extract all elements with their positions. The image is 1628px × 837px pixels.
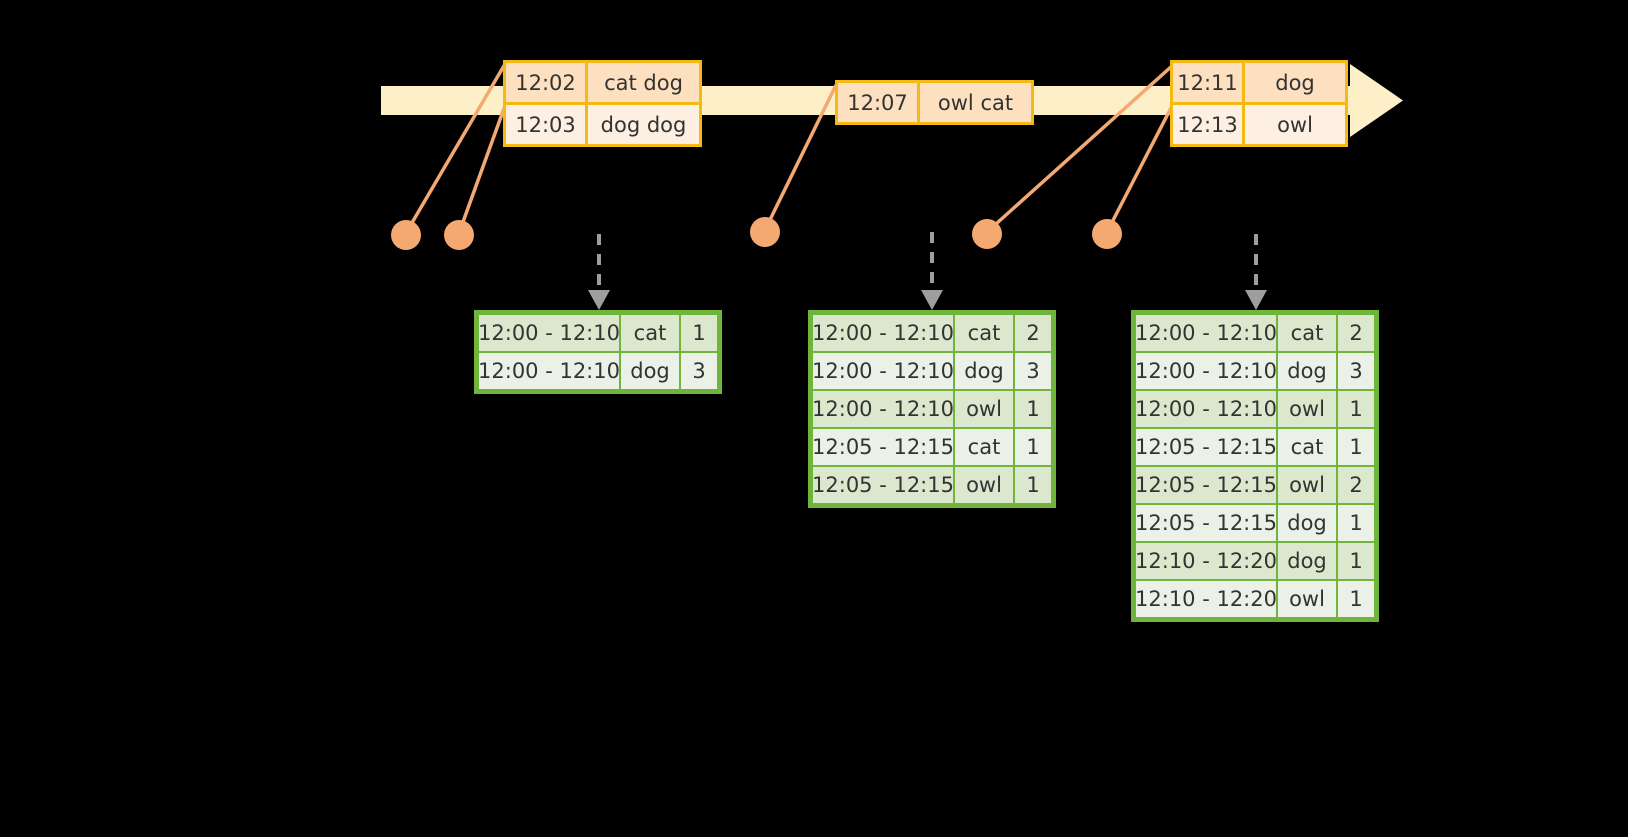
count-cell: 2	[1015, 315, 1051, 351]
connector-5	[1105, 105, 1174, 233]
event-marker-1	[391, 220, 421, 250]
window-cell: 12:00 - 12:10	[812, 353, 954, 389]
window-cell: 12:10 - 12:20	[1135, 543, 1277, 579]
flow-arrow-3-head	[1245, 290, 1267, 310]
flow-arrow-1-head	[588, 290, 610, 310]
event-time: 12:11	[1173, 63, 1245, 102]
connector-3	[763, 84, 838, 231]
event-time: 12:03	[506, 105, 588, 144]
count-cell: 1	[1338, 581, 1374, 617]
window-cell: 12:00 - 12:10	[478, 315, 620, 351]
count-cell: 1	[1338, 391, 1374, 427]
event-payload: dog	[1245, 63, 1345, 102]
event-markers	[391, 217, 1122, 250]
word-cell: owl	[955, 391, 1013, 427]
window-cell: 12:05 - 12:15	[812, 467, 954, 503]
event-payload: owl	[1245, 105, 1345, 144]
word-cell: owl	[955, 467, 1013, 503]
event-payload: dog dog	[588, 105, 699, 144]
word-cell: cat	[621, 315, 679, 351]
event-marker-2	[444, 220, 474, 250]
word-cell: owl	[1278, 391, 1336, 427]
event-time: 12:02	[506, 63, 588, 102]
count-cell: 1	[1338, 543, 1374, 579]
word-cell: cat	[955, 429, 1013, 465]
count-cell: 3	[1015, 353, 1051, 389]
event-marker-4	[972, 219, 1002, 249]
word-cell: dog	[1278, 353, 1336, 389]
event-payload: owl cat	[920, 83, 1031, 122]
window-cell: 12:00 - 12:10	[478, 353, 620, 389]
count-cell: 3	[1338, 353, 1374, 389]
word-cell: owl	[1278, 467, 1336, 503]
word-cell: dog	[955, 353, 1013, 389]
count-cell: 2	[1338, 315, 1374, 351]
window-cell: 12:00 - 12:10	[1135, 391, 1277, 427]
word-cell: cat	[955, 315, 1013, 351]
event-time: 12:07	[838, 83, 920, 122]
window-cell: 12:00 - 12:10	[1135, 353, 1277, 389]
count-cell: 1	[1015, 467, 1051, 503]
count-cell: 1	[1338, 505, 1374, 541]
event-marker-3	[750, 217, 780, 247]
count-cell: 1	[1015, 391, 1051, 427]
window-cell: 12:05 - 12:15	[1135, 467, 1277, 503]
connector-2	[457, 102, 508, 234]
window-cell: 12:00 - 12:10	[812, 391, 954, 427]
flow-arrows	[597, 232, 1258, 290]
word-cell: cat	[1278, 429, 1336, 465]
window-cell: 12:05 - 12:15	[812, 429, 954, 465]
count-cell: 2	[1338, 467, 1374, 503]
word-cell: owl	[1278, 581, 1336, 617]
word-cell: dog	[1278, 543, 1336, 579]
window-cell: 12:00 - 12:10	[812, 315, 954, 351]
connector-1	[404, 63, 507, 234]
count-cell: 1	[1015, 429, 1051, 465]
event-time: 12:13	[1173, 105, 1245, 144]
flow-arrow-2-head	[921, 290, 943, 310]
window-cell: 12:10 - 12:20	[1135, 581, 1277, 617]
window-cell: 12:00 - 12:10	[1135, 315, 1277, 351]
word-cell: dog	[621, 353, 679, 389]
event-marker-5	[1092, 219, 1122, 249]
window-cell: 12:05 - 12:15	[1135, 429, 1277, 465]
word-cell: dog	[1278, 505, 1336, 541]
word-cell: cat	[1278, 315, 1336, 351]
window-cell: 12:05 - 12:15	[1135, 505, 1277, 541]
event-payload: cat dog	[588, 63, 699, 102]
count-cell: 1	[1338, 429, 1374, 465]
count-cell: 3	[681, 353, 717, 389]
count-cell: 1	[681, 315, 717, 351]
flow-arrowheads	[588, 290, 1267, 310]
